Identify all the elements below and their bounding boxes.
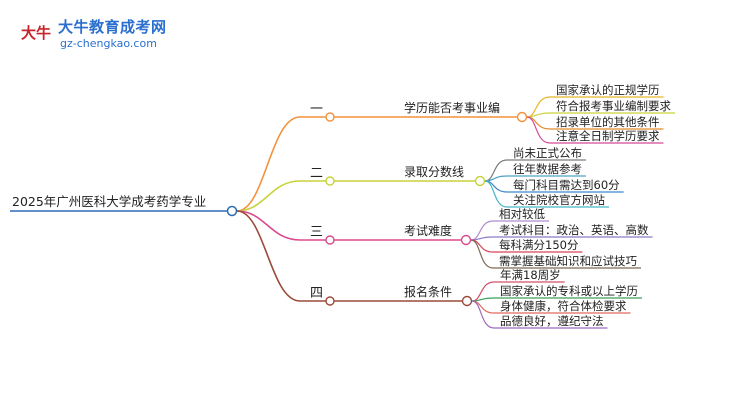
branch-number-1: 一 [310,102,323,117]
leaf-connector-3-4 [470,239,494,269]
branch-label-4[interactable]: 报名条件 [404,284,452,299]
leaf-label-3-4[interactable]: 需掌握基础知识和应试技巧 [499,254,637,268]
branch-connector-1 [236,116,301,212]
leaf-label-4-1[interactable]: 年满18周岁 [500,268,561,282]
branch-connector-3 [236,210,301,241]
branch-dot-3 [325,235,335,245]
leaf-label-1-2[interactable]: 符合报考事业编制要求 [556,99,671,113]
leaf-label-3-2[interactable]: 考试科目：政治、英语、高数 [499,223,649,237]
leaf-connector-2-4 [484,180,508,208]
site-logo[interactable]: 大牛 大牛教育成考网 gz-chengkao.com [18,14,188,54]
branch-dot-4 [325,296,335,306]
leaf-connector-1-4 [526,116,551,144]
branch-node-1 [516,111,528,123]
logo-url: gz-chengkao.com [60,37,157,50]
branch-connector-4 [236,210,301,302]
branch-number-4: 四 [310,286,323,301]
leaf-label-2-4[interactable]: 关注院校官方网站 [513,193,605,207]
leaf-label-2-3[interactable]: 每门科目需达到60分 [513,178,620,192]
branch-node-2 [474,175,486,187]
leaf-label-3-1[interactable]: 相对较低 [499,207,545,221]
leaf-label-2-2[interactable]: 往年数据参考 [513,162,582,176]
branch-label-1[interactable]: 学历能否考事业编 [404,100,500,115]
leaf-connector-2-2 [484,175,508,182]
leaf-label-2-1[interactable]: 尚未正式公布 [513,146,582,160]
logo-mark-icon: 大牛 [19,15,53,49]
branch-dot-2 [325,176,335,186]
leaf-label-1-1[interactable]: 国家承认的正规学历 [556,83,660,97]
root-node [226,205,238,217]
root-label[interactable]: 2025年广州医科大学成考药学专业 [12,194,206,209]
branch-connector-2 [236,180,301,212]
branch-label-3[interactable]: 考试难度 [404,223,452,238]
branch-dot-1 [325,112,335,122]
branch-node-3 [460,234,472,246]
leaf-label-3-3[interactable]: 每科满分150分 [499,238,579,252]
leaf-label-4-3[interactable]: 身体健康，符合体检要求 [500,299,627,313]
branch-node-4 [461,295,473,307]
leaf-label-1-3[interactable]: 招录单位的其他条件 [556,115,660,129]
leaf-label-4-4[interactable]: 品德良好，遵纪守法 [500,314,604,328]
leaf-connector-1-2 [526,112,551,118]
branch-label-2[interactable]: 录取分数线 [404,164,464,179]
branch-number-3: 三 [310,225,323,240]
leaf-label-4-2[interactable]: 国家承认的专科或以上学历 [500,284,638,298]
logo-title: 大牛教育成考网 [58,18,167,36]
branch-number-2: 二 [310,166,323,181]
leaf-connector-4-4 [471,300,495,329]
logo-mark-text: 大牛 [21,24,51,42]
leaf-label-1-4[interactable]: 注意全日制学历要求 [556,129,660,143]
